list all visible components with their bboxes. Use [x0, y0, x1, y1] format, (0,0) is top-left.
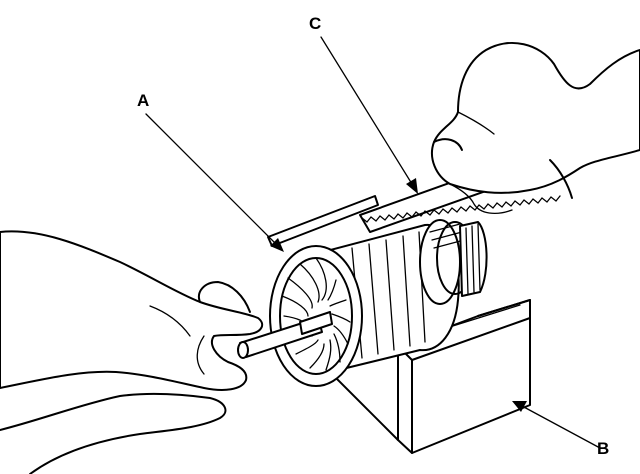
- arrowhead-c: [406, 178, 418, 194]
- arrowhead-b: [512, 401, 527, 412]
- callout-label-c: C: [309, 14, 322, 33]
- leader-lines: [145, 36, 601, 449]
- callout-label-b: B: [597, 439, 610, 458]
- right-hand: [431, 42, 640, 215]
- callout-label-a: A: [137, 91, 150, 110]
- left-hand: [0, 230, 264, 474]
- armature: [237, 219, 488, 387]
- arrowhead-a: [270, 238, 284, 252]
